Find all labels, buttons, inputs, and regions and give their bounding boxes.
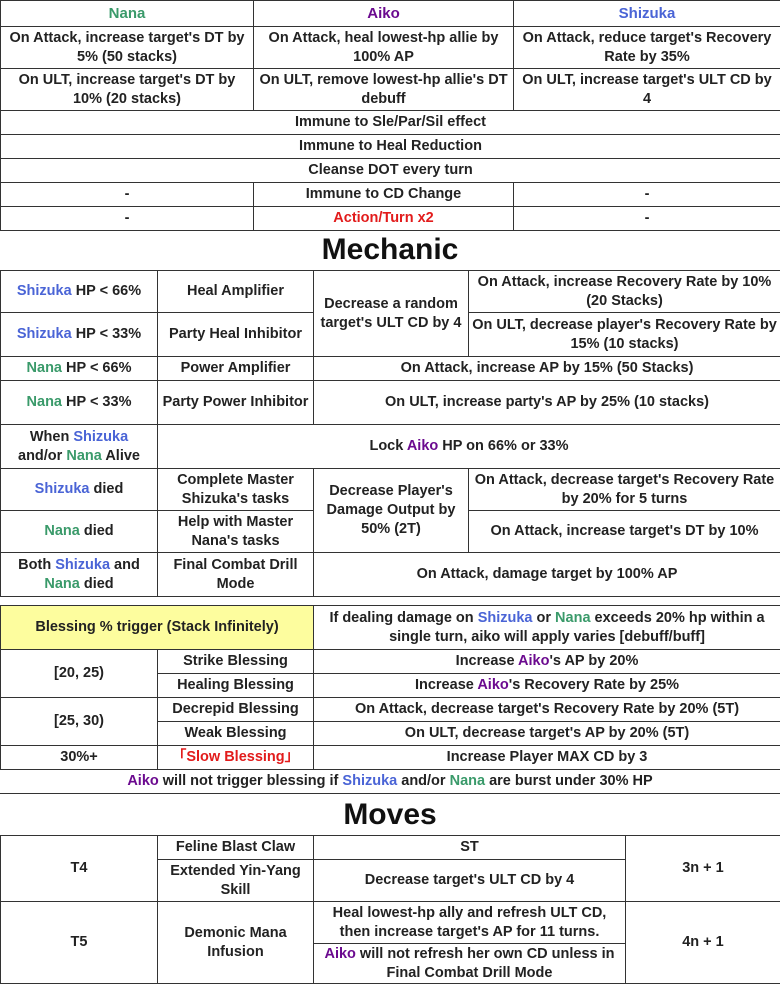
aiko-attack-trait: On Attack, heal lowest-hp allie by 100% … [253, 26, 514, 69]
move-demonic-mana-effect-note: Aiko will not refresh her own CD unless … [313, 943, 626, 984]
blessing-weak: Weak Blessing [156, 721, 315, 746]
move-feline-blast-claw-effect: ST [313, 835, 626, 860]
header-shizuka: Shizuka [513, 0, 780, 27]
mechanic-name-complete-tasks: Complete Master Shizuka's tasks [157, 468, 314, 511]
mechanic-condition-nana-66: Nana HP < 66% [0, 356, 158, 381]
mechanic-title: Mechanic [321, 233, 459, 266]
blessing-healing-effect: Increase Aiko's Recovery Rate by 25% [313, 673, 780, 698]
mechanic-effect-heal-amplifier: On Attack, increase Recovery Rate by 10%… [468, 270, 780, 313]
move-feline-blast-claw: Feline Blast Claw [157, 835, 314, 860]
blessing-decrepid-effect: On Attack, decrease target's Recovery Ra… [313, 697, 780, 722]
mechanic-effect-increase-dt: On Attack, increase target's DT by 10% [468, 510, 780, 553]
shared-trait-cleanse-dot: Cleanse DOT every turn [0, 158, 780, 183]
header-aiko: Aiko [253, 0, 514, 27]
mechanic-effect-party-heal-inhibitor: On ULT, decrease player's Recovery Rate … [468, 312, 780, 357]
move-extended-yin-yang-effect: Decrease target's ULT CD by 4 [313, 859, 626, 902]
blessing-healing: Healing Blessing [156, 673, 315, 698]
mechanic-condition-shizuka-33: Shizuka HP < 33% [0, 312, 158, 357]
header-nana: Nana [0, 0, 254, 27]
mechanic-name-party-heal-inhibitor: Party Heal Inhibitor [157, 312, 314, 357]
mechanic-effect-power-amplifier: On Attack, increase AP by 15% (50 Stacks… [313, 356, 780, 381]
mechanic-name-heal-amplifier: Heal Amplifier [157, 270, 314, 313]
blessing-strike-effect: Increase Aiko's AP by 20% [313, 649, 780, 674]
mechanic-shared-decrease-damage: Decrease Player's Damage Output by 50% (… [313, 468, 469, 553]
shared-trait-immune-heal-reduction: Immune to Heal Reduction [0, 134, 780, 159]
shared-trait-immune-effects: Immune to Sle/Par/Sil effect [0, 110, 780, 135]
mechanic-condition-nana-died: Nana died [0, 510, 158, 553]
mechanic-effect-party-power-inhibitor: On ULT, increase party's AP by 25% (10 s… [313, 380, 780, 425]
blessing-note: Aiko will not trigger blessing if Shizuk… [0, 769, 780, 794]
character-traits-table: Nana Aiko Shizuka On Attack, increase ta… [0, 0, 780, 231]
shizuka-ult-trait: On ULT, increase target's ULT CD by 4 [513, 68, 780, 111]
blessing-slow: 「Slow Blessing」 [156, 745, 315, 770]
nana-ult-trait: On ULT, increase target's DT by 10% (20 … [0, 68, 254, 111]
move-t4-pattern: 3n + 1 [625, 835, 780, 902]
blessing-table: Blessing % trigger (Stack Infinitely) If… [0, 605, 780, 770]
mechanic-table: Shizuka HP < 66% Heal Amplifier Decrease… [0, 270, 780, 597]
blessing-strike: Strike Blessing [156, 649, 315, 674]
mechanic-condition-shizuka-66: Shizuka HP < 66% [0, 270, 158, 313]
move-tier-t4: T4 [0, 835, 158, 902]
move-demonic-mana-effect-heal: Heal lowest-hp ally and refresh ULT CD, … [313, 901, 626, 944]
mechanic-condition-nana-33: Nana HP < 33% [0, 380, 158, 425]
move-tier-t5: T5 [0, 901, 158, 984]
aiko-cd-trait: Immune to CD Change [253, 182, 514, 207]
aiko-ult-trait: On ULT, remove lowest-hp allie's DT debu… [253, 68, 514, 111]
shizuka-cd-trait: - [513, 182, 780, 207]
mechanic-name-help-tasks: Help with Master Nana's tasks [157, 510, 314, 553]
shizuka-action-trait: - [513, 206, 780, 231]
move-demonic-mana-infusion: Demonic Mana Infusion [157, 901, 314, 984]
nana-cd-trait: - [0, 182, 254, 207]
mechanic-effect-decrease-recovery: On Attack, decrease target's Recovery Ra… [468, 468, 780, 511]
mechanic-name-party-power-inhibitor: Party Power Inhibitor [157, 380, 314, 425]
shizuka-attack-trait: On Attack, reduce target's Recovery Rate… [513, 26, 780, 69]
blessing-weak-effect: On ULT, decrease target's AP by 20% (5T) [313, 721, 780, 746]
mechanic-shared-decrease-ult-cd: Decrease a random target's ULT CD by 4 [313, 270, 469, 357]
mechanic-effect-lock-hp: Lock Aiko HP on 66% or 33% [157, 424, 780, 469]
blessing-slow-effect: Increase Player MAX CD by 3 [313, 745, 780, 770]
moves-table: T4 Feline Blast Claw ST 3n + 1 Extended … [0, 835, 780, 984]
mechanic-name-power-amplifier: Power Amplifier [157, 356, 314, 381]
nana-action-trait: - [0, 206, 254, 231]
mechanic-name-final-combat: Final Combat Drill Mode [157, 552, 314, 597]
mechanic-condition-shizuka-died: Shizuka died [0, 468, 158, 511]
mechanic-effect-damage-target: On Attack, damage target by 100% AP [313, 552, 780, 597]
blessing-trigger-header: Blessing % trigger (Stack Infinitely) [0, 605, 315, 650]
nana-attack-trait: On Attack, increase target's DT by 5% (5… [0, 26, 254, 69]
blessing-range-25-30: [25, 30) [0, 697, 158, 746]
moves-title: Moves [343, 798, 437, 831]
blessing-decrepid: Decrepid Blessing [156, 697, 315, 722]
move-t5-pattern: 4n + 1 [625, 901, 780, 984]
aiko-action-trait: Action/Turn x2 [253, 206, 514, 231]
blessing-range-30-plus: 30%+ [0, 745, 158, 770]
blessing-range-20-25: [20, 25) [0, 649, 158, 698]
move-extended-yin-yang: Extended Yin-Yang Skill [157, 859, 314, 902]
blessing-trigger-description: If dealing damage on Shizuka or Nana exc… [313, 605, 780, 650]
